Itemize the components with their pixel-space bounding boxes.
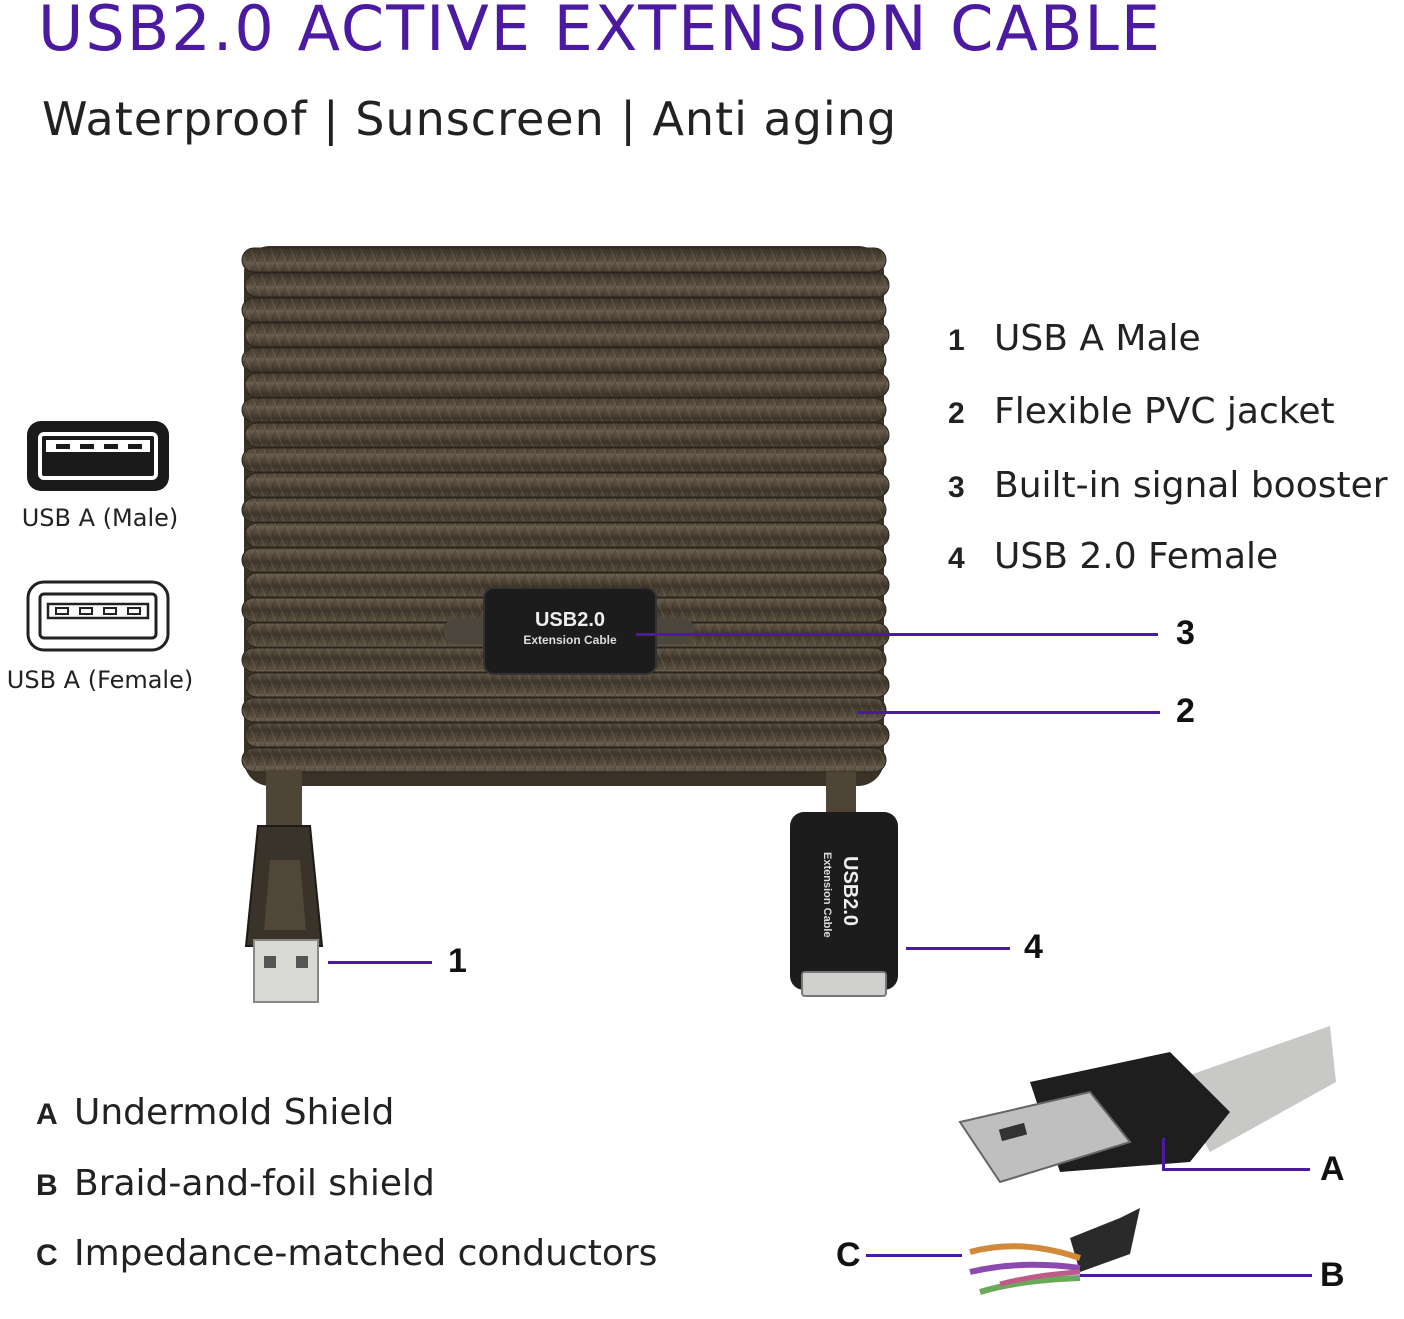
usb-a-female-icon	[26, 580, 170, 656]
cable-coil-image	[236, 238, 896, 822]
booster-label-line1: USB2.0	[535, 609, 605, 631]
callout-2: 2	[1176, 692, 1195, 730]
coil-ring	[241, 547, 887, 573]
coil-ring	[244, 322, 890, 348]
coil-ring	[244, 422, 890, 448]
feature-text: USB A Male	[994, 318, 1201, 359]
feature-item-1: 1 USB A Male	[948, 318, 1201, 359]
coil-ring	[241, 447, 887, 473]
shield-text: Undermold Shield	[74, 1092, 395, 1133]
feature-item-4: 4 USB 2.0 Female	[948, 536, 1278, 577]
callout-3: 3	[1176, 614, 1195, 652]
coil-ring	[241, 297, 887, 323]
callout-3-leader	[636, 633, 1158, 636]
coil-ring	[244, 272, 890, 298]
shield-item-a: A Undermold Shield	[36, 1092, 394, 1133]
coil-ring	[241, 247, 887, 273]
feature-number: 3	[948, 471, 965, 504]
callout-c-leader	[866, 1254, 962, 1257]
callout-a: A	[1320, 1150, 1345, 1188]
female-end-label-line1: USB2.0	[839, 856, 861, 926]
shield-letter: A	[36, 1098, 58, 1131]
coil-ring	[244, 472, 890, 498]
coil-ring	[241, 347, 887, 373]
connector-cutaway-image	[940, 1022, 1340, 1316]
feature-text: USB 2.0 Female	[994, 536, 1279, 577]
signal-booster-image: USB2.0 Extension Cable	[444, 582, 694, 686]
coil-ring	[241, 397, 887, 423]
callout-b-leader	[1080, 1274, 1312, 1277]
feature-number: 1	[948, 324, 965, 357]
feature-text: Flexible PVC jacket	[994, 391, 1335, 432]
shield-letter: B	[36, 1169, 58, 1202]
coil-ring	[244, 522, 890, 548]
callout-1: 1	[448, 942, 467, 980]
callout-a-leader	[1162, 1168, 1310, 1171]
callout-c: C	[836, 1236, 861, 1274]
page-subtitle: Waterproof | Sunscreen | Anti aging	[42, 92, 898, 146]
coil-ring	[244, 722, 890, 748]
shield-text: Braid-and-foil shield	[74, 1163, 435, 1204]
shield-item-b: B Braid-and-foil shield	[36, 1163, 435, 1204]
usb-a-male-icon	[26, 420, 170, 496]
callout-4: 4	[1024, 928, 1043, 966]
coil-ring	[241, 497, 887, 523]
coil-ring	[241, 747, 887, 773]
usb-a-male-label: USB A (Male)	[21, 504, 179, 532]
usb-a-male-plug-image	[236, 770, 336, 1014]
usb-female-end-image: USB2.0 Extension Cable	[776, 772, 906, 1006]
shield-item-c: C Impedance-matched conductors	[36, 1233, 657, 1274]
usb-a-female-label: USB A (Female)	[6, 666, 194, 694]
shield-text: Impedance-matched conductors	[74, 1233, 658, 1274]
page-title: USB2.0 ACTIVE EXTENSION CABLE	[38, 0, 1163, 65]
female-end-label-line2: Extension Cable	[821, 852, 833, 938]
shield-letter: C	[36, 1239, 58, 1272]
coil-ring	[241, 697, 887, 723]
feature-number: 4	[948, 542, 965, 575]
callout-4-leader	[906, 947, 1010, 950]
feature-item-3: 3 Built-in signal booster	[948, 465, 1388, 506]
callout-b: B	[1320, 1256, 1345, 1294]
feature-number: 2	[948, 397, 965, 430]
feature-item-2: 2 Flexible PVC jacket	[948, 391, 1335, 432]
callout-a-leader-vertical	[1162, 1138, 1165, 1170]
booster-label-line2: Extension Cable	[523, 633, 617, 647]
callout-2-leader	[858, 711, 1160, 714]
feature-text: Built-in signal booster	[994, 465, 1388, 506]
callout-1-leader	[328, 961, 432, 964]
coil-ring	[244, 372, 890, 398]
